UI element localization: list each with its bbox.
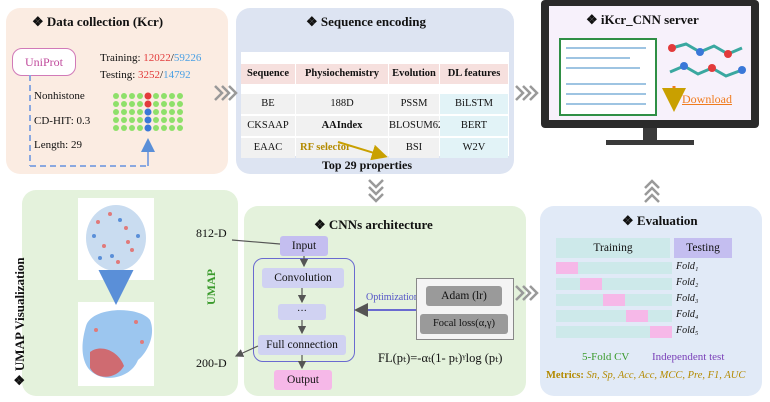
top-properties-label: Top 29 properties bbox=[322, 158, 413, 172]
independent-test-label: Independent test bbox=[652, 351, 725, 363]
header-dl-features: DL features bbox=[440, 64, 508, 84]
fold-row-4-test bbox=[626, 310, 648, 322]
training-counts: Training: 12022/59226 bbox=[100, 52, 202, 64]
fold-label-1: Fold₁ bbox=[676, 261, 699, 272]
adam-box: Adam (lr) bbox=[426, 286, 502, 306]
fold-label-3: Fold₃ bbox=[676, 293, 699, 304]
metrics-line: Metrics: Sn, Sp, Acc, Acc, MCC, Pre, F1,… bbox=[546, 370, 746, 381]
testing-counts: Testing: 3252/14792 bbox=[100, 69, 191, 81]
arrow-812 bbox=[231, 239, 281, 245]
molecule-chain-icon bbox=[668, 42, 746, 78]
fold-row-1 bbox=[556, 262, 672, 274]
diamond-icon: ❖ bbox=[586, 12, 601, 27]
filter-nonhistone: Nonhistone bbox=[34, 90, 85, 102]
sequence-dot-grid bbox=[113, 92, 183, 132]
data-collection-title: ❖ Data collection (Kcr) bbox=[32, 14, 164, 29]
cell-eaac: EAAC bbox=[241, 138, 295, 158]
cell-aaindex: AAIndex bbox=[296, 116, 388, 136]
cell-bilstm: BiLSTM bbox=[440, 94, 508, 114]
server-webpage-preview bbox=[559, 38, 657, 116]
server-webpage-lines bbox=[566, 47, 646, 105]
convolution-box: Convolution bbox=[262, 268, 344, 288]
header-physiochemistry: Physiochemistry bbox=[296, 64, 388, 84]
cell-w2v: W2V bbox=[440, 138, 508, 158]
fold-label-4: Fold₄ bbox=[676, 309, 699, 320]
cell-pssm: PSSM bbox=[389, 94, 439, 114]
arrow-200 bbox=[234, 345, 259, 357]
cell-cksaap: CKSAAP bbox=[241, 116, 295, 136]
cell-bert: BERT bbox=[440, 116, 508, 136]
input-box: Input bbox=[280, 236, 328, 256]
fold-row-3-test bbox=[603, 294, 625, 306]
chevron-right-icon-2 bbox=[515, 85, 539, 101]
rf-selector-arrow bbox=[337, 141, 388, 161]
diamond-icon: ❖ bbox=[314, 217, 329, 232]
fold-row-5-test bbox=[650, 326, 672, 338]
cell-bsi: BSI bbox=[389, 138, 439, 158]
cell-rf-selector: RF selector bbox=[296, 138, 388, 158]
diamond-icon: ❖ bbox=[306, 14, 321, 29]
fold-row-1-test bbox=[556, 262, 578, 274]
data-collection-panel bbox=[6, 8, 228, 174]
chevron-up-icon bbox=[644, 179, 660, 203]
chevron-right-icon-1 bbox=[214, 85, 238, 101]
dots-box: ··· bbox=[278, 304, 326, 320]
focal-loss-box: Focal loss(α,γ) bbox=[420, 314, 508, 334]
chevron-down-icon bbox=[368, 179, 384, 203]
cell-blosum62: BLOSUM62 bbox=[389, 116, 443, 136]
uniprot-label: UniProt bbox=[24, 55, 63, 69]
filter-length: Length: 29 bbox=[34, 139, 82, 151]
diamond-icon: ❖ bbox=[622, 213, 637, 228]
umap-scatter-bottom bbox=[82, 310, 153, 378]
monitor-neck bbox=[643, 128, 657, 140]
filter-cdhit: CD-HIT: 0.3 bbox=[34, 115, 91, 127]
fold-label-5: Fold₅ bbox=[676, 325, 699, 336]
testing-header: Testing bbox=[674, 238, 732, 258]
header-evolution: Evolution bbox=[389, 64, 439, 84]
training-header: Training bbox=[556, 238, 670, 258]
monitor-base bbox=[606, 140, 694, 145]
dim-812: 812-D bbox=[196, 226, 227, 240]
optimization-label: Optimization bbox=[366, 292, 419, 303]
cell-be: BE bbox=[241, 94, 295, 114]
server-title: ❖ iKcr_CNN server bbox=[586, 12, 699, 27]
cnn-title: ❖ CNNs architecture bbox=[314, 217, 433, 232]
five-fold-cv-label: 5-Fold CV bbox=[582, 351, 630, 363]
chevron-right-icon-3 bbox=[515, 285, 539, 301]
header-sequence: Sequence bbox=[241, 64, 295, 84]
fold-label-2: Fold₂ bbox=[676, 277, 699, 288]
uniprot-box: UniProt bbox=[12, 48, 76, 76]
sequence-encoding-title: ❖ Sequence encoding bbox=[306, 14, 426, 29]
evaluation-title: ❖ Evaluation bbox=[622, 213, 698, 228]
cell-188d: 188D bbox=[296, 94, 388, 114]
dim-200: 200-D bbox=[196, 356, 227, 370]
output-box: Output bbox=[274, 370, 332, 390]
fold-row-2-test bbox=[580, 278, 602, 290]
fold-row-5 bbox=[556, 326, 672, 338]
focal-loss-formula: FL(pₜ)=-αₜ(1- pₜ)ᵞlog (pₜ) bbox=[378, 351, 503, 365]
diamond-icon: ❖ bbox=[32, 14, 47, 29]
full-connection-box: Full connection bbox=[258, 335, 346, 355]
download-link[interactable]: Download bbox=[682, 92, 732, 106]
umap-scatter-top bbox=[86, 205, 146, 271]
